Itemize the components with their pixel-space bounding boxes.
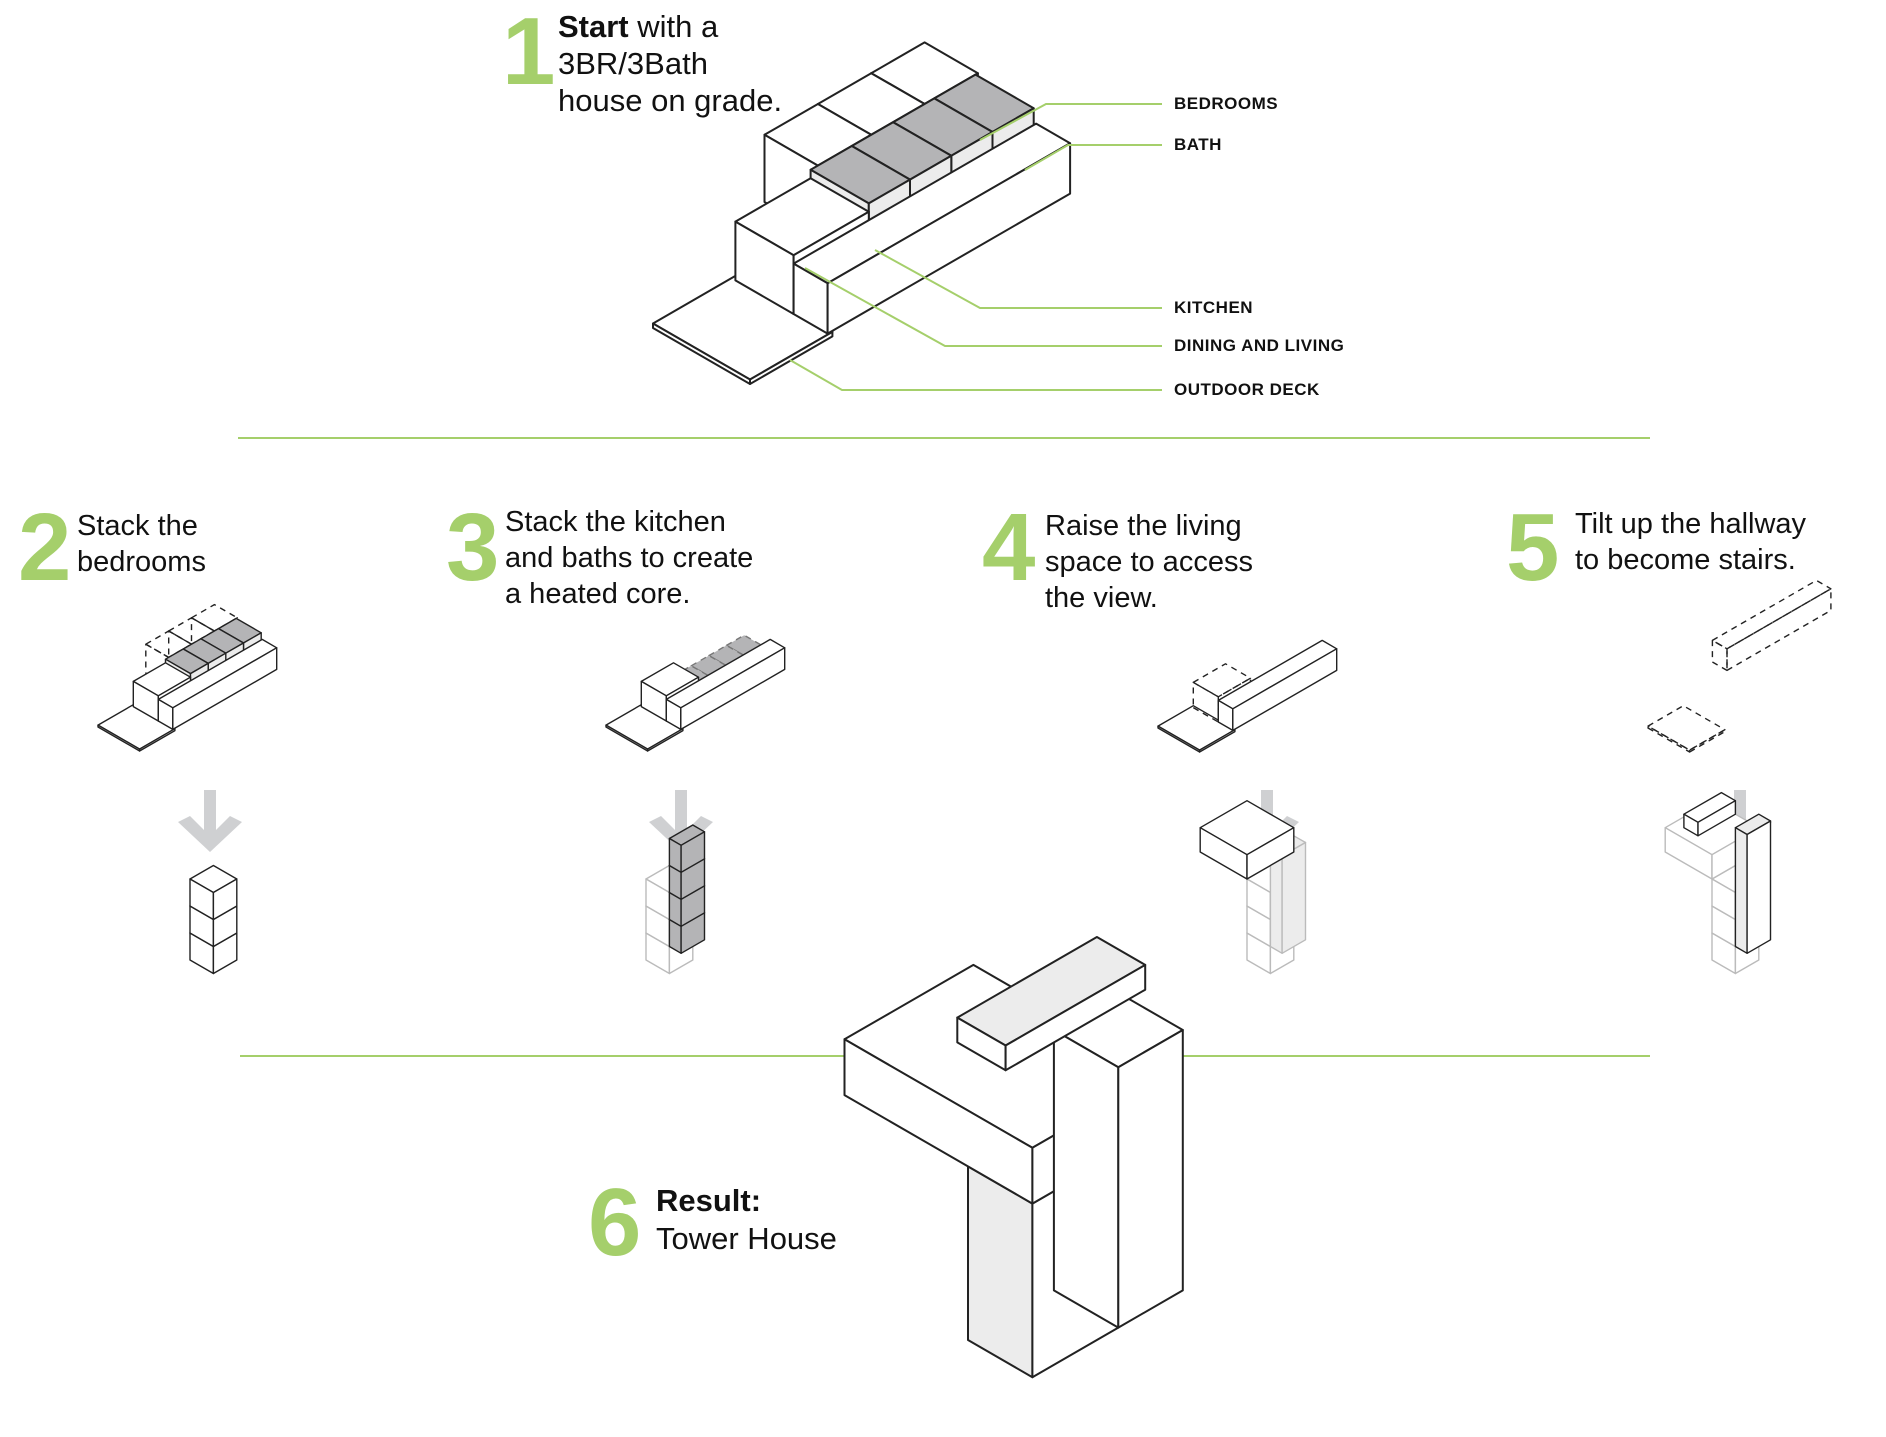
hallway: [1217, 639, 1338, 732]
step4-number: 4: [982, 494, 1035, 601]
step1-line3: house on grade.: [558, 83, 783, 118]
step3-line: a heated core.: [505, 578, 691, 610]
leader-bedrooms: [979, 103, 1162, 141]
step3-number: 3: [446, 494, 499, 601]
step3-line: and baths to create: [505, 542, 754, 574]
left-face: [1734, 827, 1748, 954]
step4-line: space to access: [1045, 546, 1253, 578]
step2-line: bedrooms: [77, 546, 206, 578]
left-face: [1647, 725, 1691, 753]
front-face: [1232, 648, 1338, 732]
step2-house-drawing: [97, 603, 278, 752]
step4-text: Raise the living space to access the vie…: [1045, 508, 1253, 616]
label-outdoor-deck: OUTDOOR DECK: [1174, 380, 1320, 399]
label-dining-living: DINING AND LIVING: [1174, 336, 1345, 355]
front-face: [1117, 1029, 1184, 1329]
step2-text: Stack the bedrooms: [77, 508, 206, 580]
result-title: Result:: [656, 1183, 762, 1218]
step3-house-drawing: [605, 634, 786, 752]
step3-line: Stack the kitchen: [505, 506, 726, 538]
label-bath: BATH: [1174, 135, 1222, 154]
result-number: 6: [588, 1169, 641, 1276]
step3-tower-drawing: [645, 824, 706, 975]
step2-tower-drawing: [189, 864, 238, 975]
leader-outdoor-deck: [789, 359, 1162, 391]
label-bedrooms: BEDROOMS: [1174, 94, 1279, 113]
hallway: [665, 638, 786, 731]
label-leader-lines: [789, 103, 1162, 391]
step1-line2: 3BR/3Bath: [558, 46, 708, 81]
front-face: [1688, 729, 1726, 753]
front-face: [172, 647, 278, 731]
front-face: [1246, 827, 1295, 880]
outdoor-deck: [652, 274, 834, 385]
step2-number: 2: [18, 494, 71, 601]
front-face: [1746, 820, 1772, 954]
top-face: [1711, 579, 1832, 650]
step5-line: Tilt up the hallway: [1575, 508, 1807, 540]
hallway: [792, 122, 1072, 335]
step3-text: Stack the kitchen and baths to create a …: [505, 504, 753, 612]
hallway: [157, 638, 278, 731]
front-face: [1281, 841, 1307, 954]
left-face: [1711, 639, 1728, 672]
step1-number: 1: [502, 0, 555, 105]
step4-line: the view.: [1045, 582, 1158, 614]
step5-line: to become stairs.: [1575, 544, 1796, 576]
step4-tower-drawing: [1199, 800, 1307, 975]
left-face: [1192, 681, 1220, 723]
step4-house-drawing: [1157, 639, 1338, 753]
leader-kitchen: [874, 249, 1162, 309]
step1-rest: with a: [628, 9, 719, 44]
front-face: [1004, 963, 1147, 1072]
top-face: [190, 603, 239, 632]
raised-living: [1199, 800, 1295, 880]
roof-stair-opening: [956, 936, 1147, 1072]
front-face: [212, 878, 238, 921]
step1-text: Start with a 3BR/3Bath house on grade.: [558, 8, 782, 119]
hallway-removed: [1711, 579, 1832, 672]
left-face: [1052, 1029, 1120, 1329]
core: [1269, 835, 1307, 954]
step1-bold: Start: [558, 9, 629, 44]
result-text: Result: Tower House: [656, 1182, 837, 1258]
stair-tower: [1052, 991, 1184, 1329]
step2-line: Stack the: [77, 510, 198, 542]
leader-dining-living: [804, 267, 1162, 347]
result-tower-house-drawing: [843, 936, 1184, 1379]
top-face: [1192, 663, 1252, 698]
front-face: [1726, 588, 1832, 672]
arrow-down-icon: [178, 790, 242, 852]
top-face: [1647, 705, 1726, 751]
step5-tower-drawing: [1664, 791, 1772, 975]
left-face: [668, 837, 682, 873]
step4-line: Raise the living: [1045, 510, 1242, 542]
front-face: [826, 142, 1072, 335]
stair-tower: [1734, 813, 1772, 954]
result-subtitle: Tower House: [656, 1221, 837, 1256]
front-face: [680, 831, 706, 873]
bedroom: [189, 864, 238, 921]
step5-house-drawing: [1647, 579, 1832, 753]
outdoor-deck: [1157, 705, 1236, 753]
front-face: [1697, 800, 1737, 837]
outdoor-deck: [97, 704, 176, 752]
deck-removed: [1647, 705, 1726, 753]
front-face: [680, 647, 786, 731]
stair-hall: [1683, 791, 1737, 837]
step5-number: 5: [1506, 494, 1559, 601]
leader-bath: [1024, 144, 1162, 171]
kitchen: [668, 824, 706, 873]
step1-house-drawing: [652, 41, 1072, 385]
step5-text: Tilt up the hallway to become stairs.: [1575, 506, 1806, 578]
outdoor-deck: [605, 704, 684, 752]
label-kitchen: KITCHEN: [1174, 298, 1254, 317]
